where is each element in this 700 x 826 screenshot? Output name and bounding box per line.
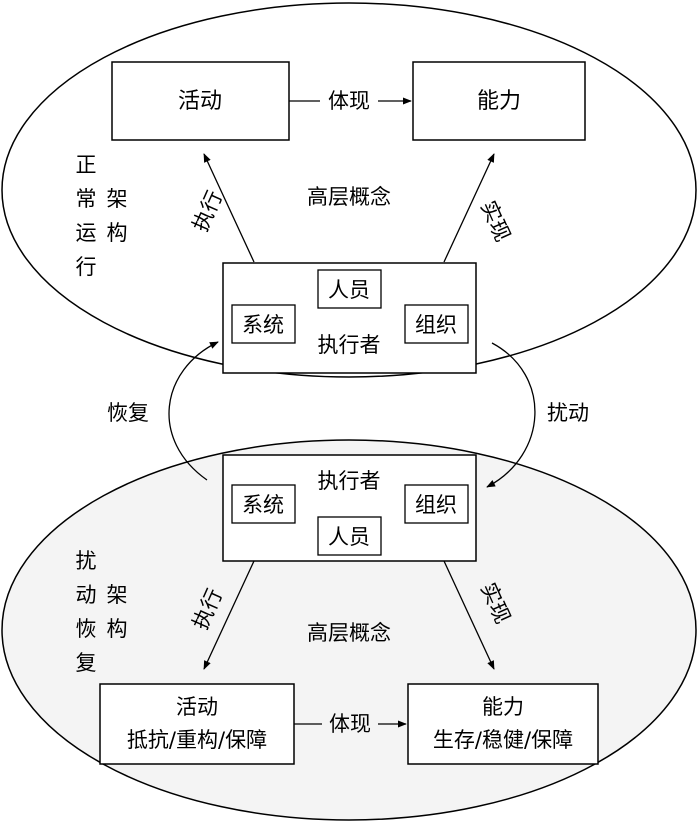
top-embody-label: 体现: [328, 89, 370, 113]
top-realize-arrow: [443, 153, 495, 263]
svg-text:构: 构: [107, 617, 128, 641]
disturb-label: 扰动: [547, 401, 589, 425]
bottom-organization-box: [404, 484, 469, 524]
top-personnel-box: [317, 269, 382, 309]
bottom-frame-label: 扰 动 架 恢 构 复: [76, 549, 128, 675]
svg-text:正: 正: [76, 153, 97, 177]
bottom-personnel-label: 人员: [328, 525, 370, 549]
top-ability-label: 能力: [477, 89, 521, 114]
bottom-activity-box: [99, 683, 295, 765]
top-ability-box: [412, 61, 586, 141]
recover-arrow: [168, 341, 219, 481]
top-organization-label: 组织: [415, 313, 457, 337]
bottom-high-level-concept: 高层概念: [307, 621, 391, 645]
top-system-box: [231, 304, 296, 344]
bottom-executor-title: 执行者: [318, 469, 381, 493]
disturb-arrow: [486, 342, 536, 488]
top-frame-label: 正 常 架 运 构 行: [76, 153, 128, 279]
bottom-ability-label: 能力: [482, 695, 524, 719]
svg-text:行: 行: [76, 255, 97, 279]
bottom-realize-arrow: [443, 560, 495, 670]
bottom-organization-label: 组织: [415, 493, 457, 517]
top-system-label: 系统: [242, 313, 284, 337]
bottom-system-box: [231, 484, 296, 524]
top-activity-box: [111, 61, 290, 141]
top-high-level-concept: 高层概念: [307, 185, 391, 209]
svg-text:复: 复: [76, 651, 97, 675]
top-activity-label: 活动: [178, 89, 222, 114]
bottom-system-label: 系统: [242, 493, 284, 517]
bottom-personnel-box: [317, 516, 382, 556]
top-organization-box: [404, 304, 469, 344]
svg-text:动: 动: [76, 583, 97, 607]
svg-text:构: 构: [107, 221, 128, 245]
bottom-ability-box: [407, 683, 599, 765]
svg-text:架: 架: [107, 583, 128, 607]
svg-text:常: 常: [76, 187, 97, 211]
svg-text:运: 运: [76, 221, 97, 245]
recover-label: 恢复: [107, 401, 149, 425]
top-execute-arrow: [203, 153, 255, 263]
bottom-ability-sub: 生存/稳健/保障: [433, 728, 573, 752]
top-executor-title: 执行者: [318, 333, 381, 357]
svg-text:架: 架: [107, 187, 128, 211]
svg-text:扰: 扰: [76, 549, 97, 573]
svg-text:恢: 恢: [76, 617, 97, 641]
bottom-activity-sub: 抵抗/重构/保障: [127, 728, 267, 752]
bottom-execute-arrow: [203, 560, 255, 670]
top-personnel-label: 人员: [328, 278, 370, 302]
bottom-embody-label: 体现: [329, 712, 371, 736]
bottom-activity-label: 活动: [176, 695, 218, 719]
